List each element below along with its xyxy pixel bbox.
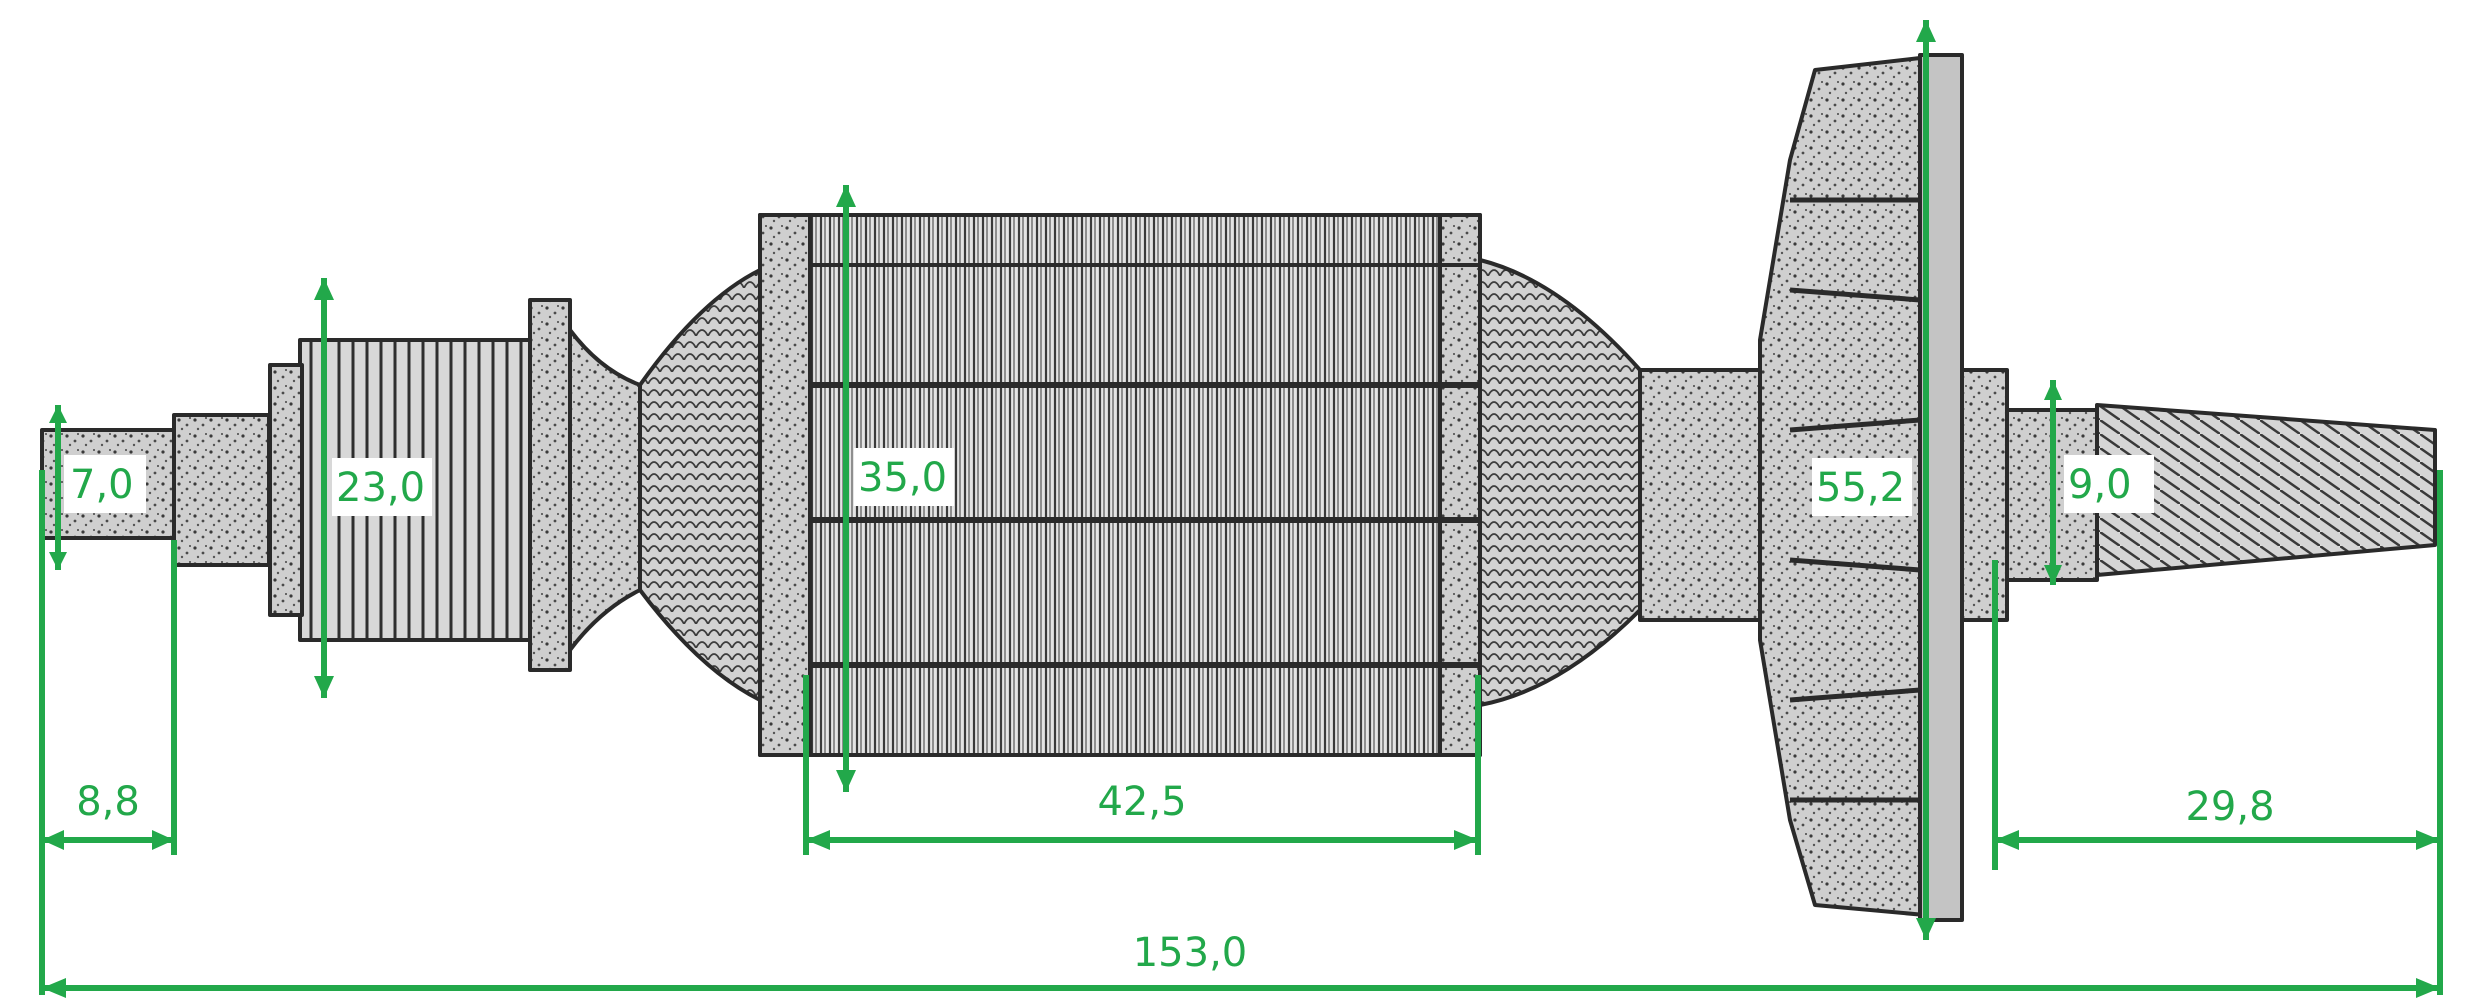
shaft-left-diameter-label: 7,0 xyxy=(70,462,134,508)
helical-pinion xyxy=(2095,403,2437,577)
overall-length-label: 153,0 xyxy=(1133,930,1248,976)
left-bearing-collar xyxy=(172,413,271,567)
right-bearing-seat xyxy=(1960,368,2009,622)
shaft-left-length-label: 8,8 xyxy=(76,779,140,825)
shaft-right-length-label: 29,8 xyxy=(2185,784,2274,830)
shaft-right-diameter-label: 9,0 xyxy=(2068,462,2132,508)
dimension-lines xyxy=(39,20,2443,998)
core-length-label: 42,5 xyxy=(1097,779,1186,825)
core-diameter-label: 35,0 xyxy=(858,455,947,501)
commutator-neck xyxy=(568,328,642,652)
fan-diameter-label: 55,2 xyxy=(1816,465,1905,511)
fan-hub xyxy=(1638,368,1762,622)
dimension-labels: 7,0 23,0 35,0 55,2 9,0 8,8 42,5 29,8 153… xyxy=(64,448,2275,976)
right-windings xyxy=(1478,258,1642,707)
commutator-diameter-label: 23,0 xyxy=(336,465,425,511)
left-windings xyxy=(638,268,762,702)
